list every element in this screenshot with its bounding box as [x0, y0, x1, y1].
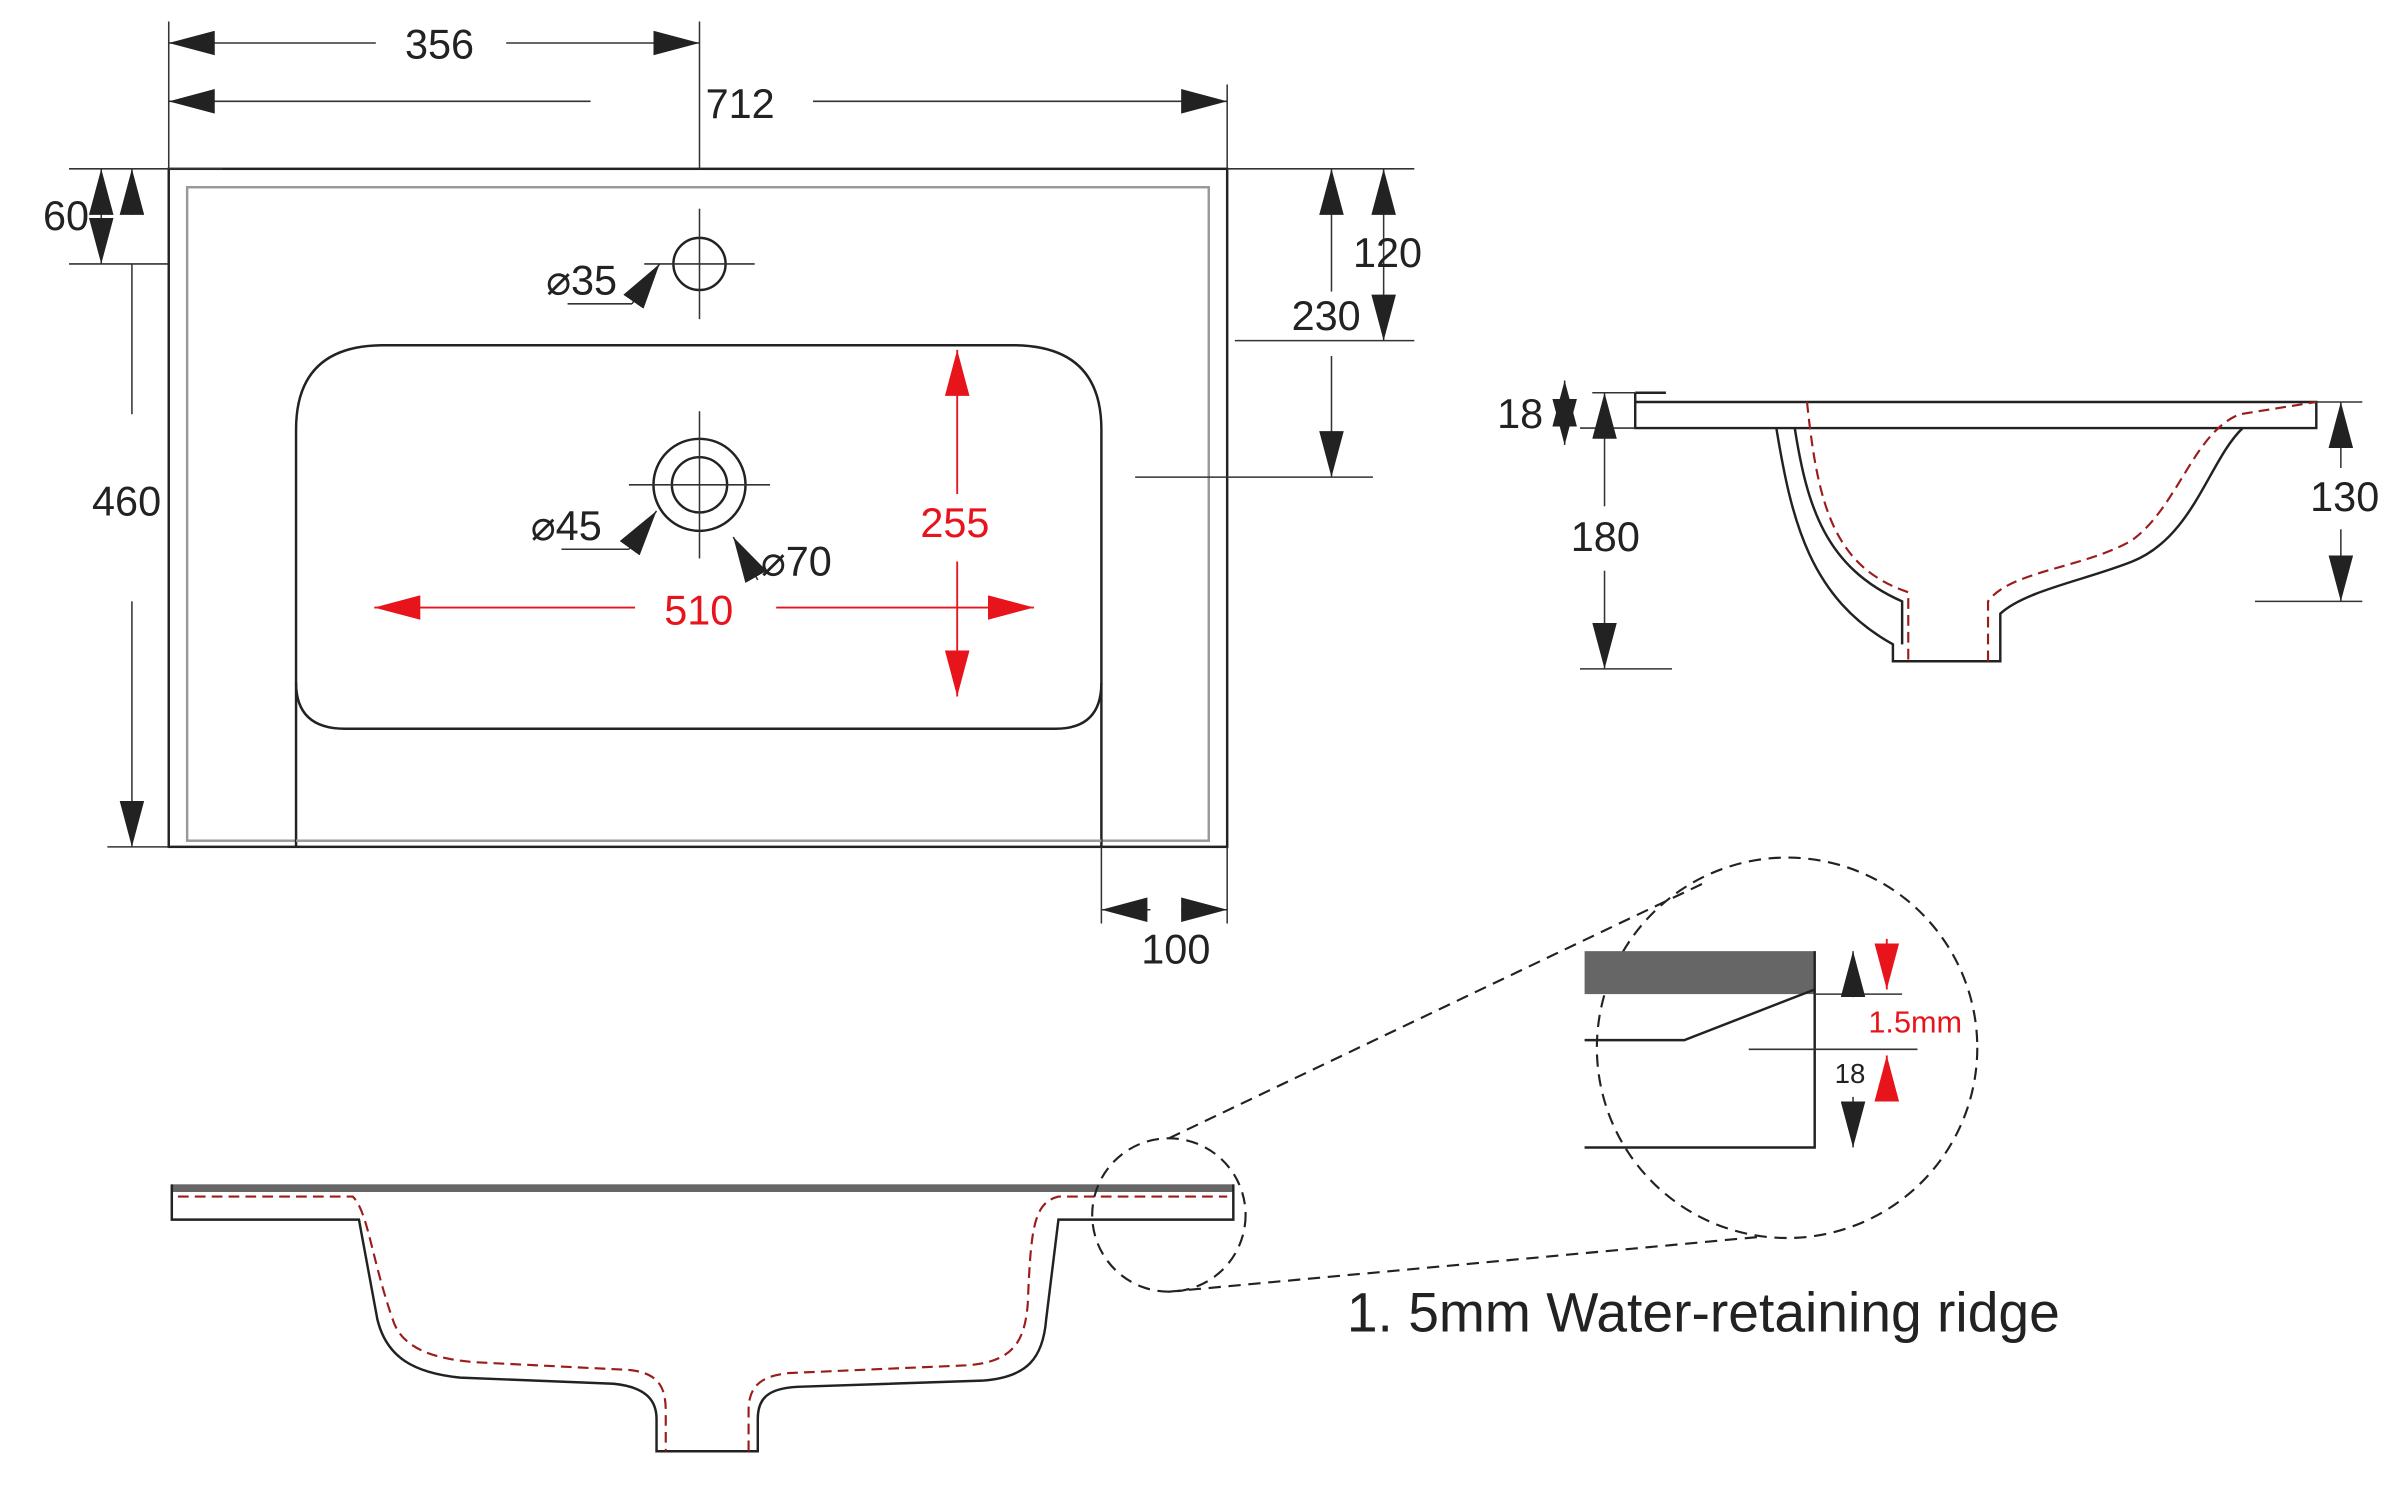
- drain-hole-icon: [628, 411, 771, 559]
- dim-front-edge: 100: [1141, 926, 1210, 972]
- water-ridge: [171, 1184, 1234, 1192]
- dim-bowl-height: 130: [2310, 474, 2379, 520]
- dim-half-width: 356: [405, 21, 474, 67]
- side-view: 18 180 130: [1497, 380, 2379, 670]
- dim-detail-slab: 18: [1835, 1058, 1866, 1089]
- dim-bowl-depth: 255: [920, 500, 989, 546]
- detail-view: 18 1.5mm: [1168, 856, 1979, 1293]
- dim-slab-thickness: 18: [1497, 391, 1543, 437]
- dim-drain-outer: ⌀70: [761, 538, 832, 584]
- dim-overall-width: 712: [706, 81, 775, 127]
- dim-tap-hole: ⌀35: [546, 258, 617, 304]
- dim-drain-inner: ⌀45: [531, 503, 602, 549]
- front-section: [170, 1137, 1247, 1453]
- inner-rim: [185, 186, 1210, 842]
- outer-outline: [167, 167, 1229, 849]
- dim-bowl-width: 510: [664, 587, 733, 633]
- ridge-caption: 1. 5mm Water-retaining ridge: [1347, 1282, 2060, 1344]
- top-view: 356 712 60 460 120 230 ⌀35 ⌀45 ⌀70 510: [43, 21, 1422, 972]
- dim-ridge-height: 1.5mm: [1868, 1005, 1962, 1039]
- dim-total-height: 180: [1571, 514, 1640, 560]
- tap-hole-icon: [644, 208, 755, 320]
- dim-drain-offset: 230: [1292, 293, 1361, 339]
- bowl-outline: [294, 344, 1103, 847]
- dim-overall-depth: 460: [92, 479, 161, 525]
- dim-back-margin: 60: [43, 193, 89, 239]
- detail-callout-circle: [1091, 1137, 1247, 1293]
- dim-tap-offset: 120: [1353, 230, 1422, 276]
